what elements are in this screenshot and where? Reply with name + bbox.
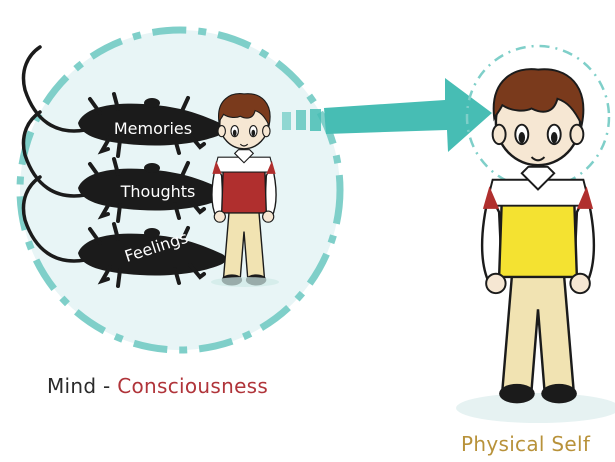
rat-label-thoughts: Thoughts [120,182,196,201]
mind-caption: Mind - Consciousness [47,374,268,398]
boy-icon [482,69,594,403]
boy-shadow [456,393,615,423]
rat-label-memories: Memories [114,119,192,138]
physical-self-caption: Physical Self [461,432,590,456]
mind-caption-highlight: Consciousness [117,374,268,398]
mind-caption-prefix: Mind - [47,374,117,398]
